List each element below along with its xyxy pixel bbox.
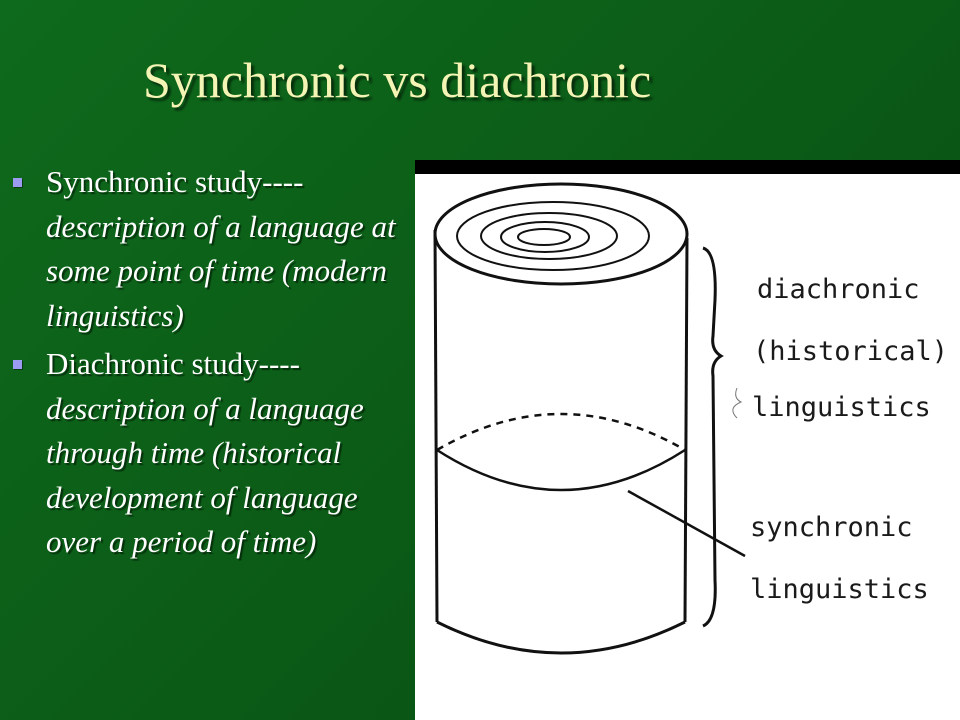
growth-ring xyxy=(500,221,590,253)
bullet-synchronic-study: Synchronic study---- description of a la… xyxy=(10,160,410,338)
slide-title: Synchronic vs diachronic xyxy=(143,52,652,108)
cylinder-figure: diachronic (historical) linguistics sync… xyxy=(415,160,960,720)
bullet-description: description of a language through time (… xyxy=(46,390,364,560)
cross-section xyxy=(436,412,686,492)
diachronic-brace xyxy=(702,246,724,628)
label-historical: (historical) xyxy=(753,336,948,367)
cylinder-diagram: diachronic (historical) linguistics sync… xyxy=(415,160,960,655)
growth-ring xyxy=(480,212,618,260)
cross-section-back-dashed xyxy=(436,412,686,452)
square-bullet-icon xyxy=(13,178,22,187)
growth-ring xyxy=(517,228,571,246)
bullet-diachronic-study: Diachronic study---- description of a la… xyxy=(10,342,410,565)
synchronic-pointer-line xyxy=(627,489,746,558)
cylinder-left-edge xyxy=(433,229,439,623)
cylinder-bottom-edge xyxy=(436,620,686,655)
bullet-list: Synchronic study---- description of a la… xyxy=(10,160,410,565)
bullet-lead: Diachronic study---- xyxy=(46,346,300,381)
cylinder-right-edge xyxy=(683,237,689,623)
bullet-description: description of a language at some point … xyxy=(46,208,396,333)
growth-ring xyxy=(456,201,650,271)
top-border-bar xyxy=(415,160,960,174)
label-synchronic: synchronic xyxy=(750,512,913,543)
cross-section-front xyxy=(436,448,686,492)
bullet-lead: Synchronic study---- xyxy=(46,164,304,199)
label-diachronic: diachronic xyxy=(757,274,920,305)
cylinder-body xyxy=(433,229,689,655)
top-outer-ellipse xyxy=(433,182,689,286)
cylinder-top-rings xyxy=(433,182,689,286)
sketch-mark xyxy=(732,387,743,419)
label-synchronic-linguistics: linguistics xyxy=(750,574,929,605)
square-bullet-icon xyxy=(13,360,22,369)
label-diachronic-linguistics: linguistics xyxy=(752,392,931,423)
